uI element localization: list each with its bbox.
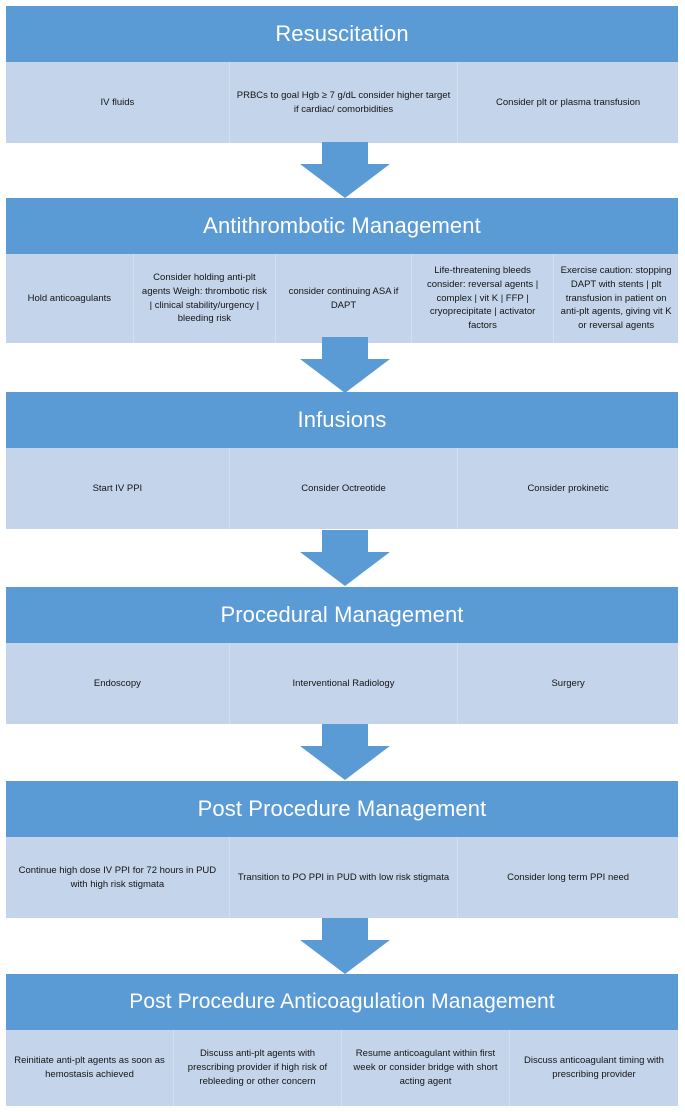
stage-title-resuscitation: Resuscitation xyxy=(6,6,678,62)
cell-post-anticoag-1: Discuss anti-plt agents with prescribing… xyxy=(174,1030,342,1106)
cell-text: Consider plt or plasma transfusion xyxy=(496,96,641,108)
cell-infusions-1: Consider Octreotide xyxy=(229,448,459,529)
cell-resuscitation-1: PRBCs to goal Hgb ≥ 7 g/dL consider high… xyxy=(229,62,459,143)
cell-infusions-0: Start IV PPI xyxy=(6,448,230,529)
cell-text: Continue high dose IV PPI for 72 hours i… xyxy=(18,864,217,890)
cell-text: Life-threatening bleeds consider: revers… xyxy=(426,265,539,332)
stage-antithrombotic: Antithrombotic Management Hold anticoagu… xyxy=(6,198,678,343)
stage-post-procedure-anticoagulation: Post Procedure Anticoagulation Managemen… xyxy=(6,974,678,1106)
stage-infusions: Infusions Start IV PPI Consider Octreoti… xyxy=(6,392,678,529)
stage-title-infusions: Infusions xyxy=(6,392,678,448)
cell-text: PRBCs to goal Hgb ≥ 7 g/dL consider high… xyxy=(236,89,451,115)
cell-post-procedure-0: Continue high dose IV PPI for 72 hours i… xyxy=(6,837,230,918)
down-arrow-icon xyxy=(300,337,390,393)
cell-text: Discuss anticoagulant timing with prescr… xyxy=(524,1055,664,1080)
cell-antithrombotic-4: Exercise caution: stopping DAPT with ste… xyxy=(554,254,678,343)
down-arrow-icon xyxy=(300,918,390,974)
stage-body-antithrombotic: Hold anticoagulants Consider holding ant… xyxy=(6,254,678,343)
cell-resuscitation-0: IV fluids xyxy=(6,62,230,143)
cell-text: Consider Octreotide xyxy=(301,482,386,494)
stage-title-post-procedure-anticoagulation: Post Procedure Anticoagulation Managemen… xyxy=(6,974,678,1030)
cell-post-procedure-1: Transition to PO PPI in PUD with low ris… xyxy=(229,837,459,918)
cell-text: Discuss anti-plt agents with prescribing… xyxy=(187,1048,328,1087)
down-arrow-icon xyxy=(300,724,390,780)
stage-body-infusions: Start IV PPI Consider Octreotide Conside… xyxy=(6,448,678,529)
cell-text: Transition to PO PPI in PUD with low ris… xyxy=(237,871,450,883)
stage-post-procedure: Post Procedure Management Continue high … xyxy=(6,781,678,918)
cell-antithrombotic-1: Consider holding anti-plt agents Weigh: … xyxy=(133,254,277,343)
cell-antithrombotic-2: consider continuing ASA if DAPT xyxy=(276,254,412,343)
cell-text: Surgery xyxy=(551,677,585,689)
cell-resuscitation-2: Consider plt or plasma transfusion xyxy=(458,62,678,143)
stage-title-procedural: Procedural Management xyxy=(6,587,678,643)
stage-body-procedural: Endoscopy Interventional Radiology Surge… xyxy=(6,643,678,724)
stage-procedural: Procedural Management Endoscopy Interven… xyxy=(6,587,678,724)
cell-text: IV fluids xyxy=(100,96,135,108)
stage-title-antithrombotic: Antithrombotic Management xyxy=(6,198,678,254)
cell-text: Consider prokinetic xyxy=(527,482,609,494)
cell-text: Consider long term PPI need xyxy=(507,871,630,883)
cell-procedural-1: Interventional Radiology xyxy=(229,643,459,724)
cell-text: Reinitiate anti-plt agents as soon as he… xyxy=(14,1055,165,1080)
cell-procedural-0: Endoscopy xyxy=(6,643,230,724)
cell-text: consider continuing ASA if DAPT xyxy=(288,285,399,311)
cell-post-anticoag-2: Resume anticoagulant within first week o… xyxy=(342,1030,510,1106)
cell-text: Hold anticoagulants xyxy=(27,292,112,304)
cell-antithrombotic-0: Hold anticoagulants xyxy=(6,254,134,343)
down-arrow-icon xyxy=(300,142,390,198)
stage-body-post-procedure: Continue high dose IV PPI for 72 hours i… xyxy=(6,837,678,918)
cell-text: Consider holding anti-plt agents Weigh: … xyxy=(141,271,267,325)
down-arrow-icon xyxy=(300,530,390,586)
stage-body-post-procedure-anticoagulation: Reinitiate anti-plt agents as soon as he… xyxy=(6,1030,678,1106)
stage-resuscitation: Resuscitation IV fluids PRBCs to goal Hg… xyxy=(6,6,678,143)
cell-text: Interventional Radiology xyxy=(292,677,395,689)
cell-infusions-2: Consider prokinetic xyxy=(458,448,678,529)
cell-text: Exercise caution: stopping DAPT with ste… xyxy=(560,265,672,332)
cell-post-anticoag-0: Reinitiate anti-plt agents as soon as he… xyxy=(6,1030,174,1106)
cell-text: Resume anticoagulant within first week o… xyxy=(353,1048,498,1087)
cell-post-procedure-2: Consider long term PPI need xyxy=(458,837,678,918)
cell-antithrombotic-3: Life-threatening bleeds consider: revers… xyxy=(411,254,555,343)
stage-body-resuscitation: IV fluids PRBCs to goal Hgb ≥ 7 g/dL con… xyxy=(6,62,678,143)
cell-text: Start IV PPI xyxy=(92,482,143,494)
cell-post-anticoag-3: Discuss anticoagulant timing with prescr… xyxy=(510,1030,678,1106)
cell-procedural-2: Surgery xyxy=(458,643,678,724)
cell-text: Endoscopy xyxy=(93,677,141,689)
stage-title-post-procedure: Post Procedure Management xyxy=(6,781,678,837)
